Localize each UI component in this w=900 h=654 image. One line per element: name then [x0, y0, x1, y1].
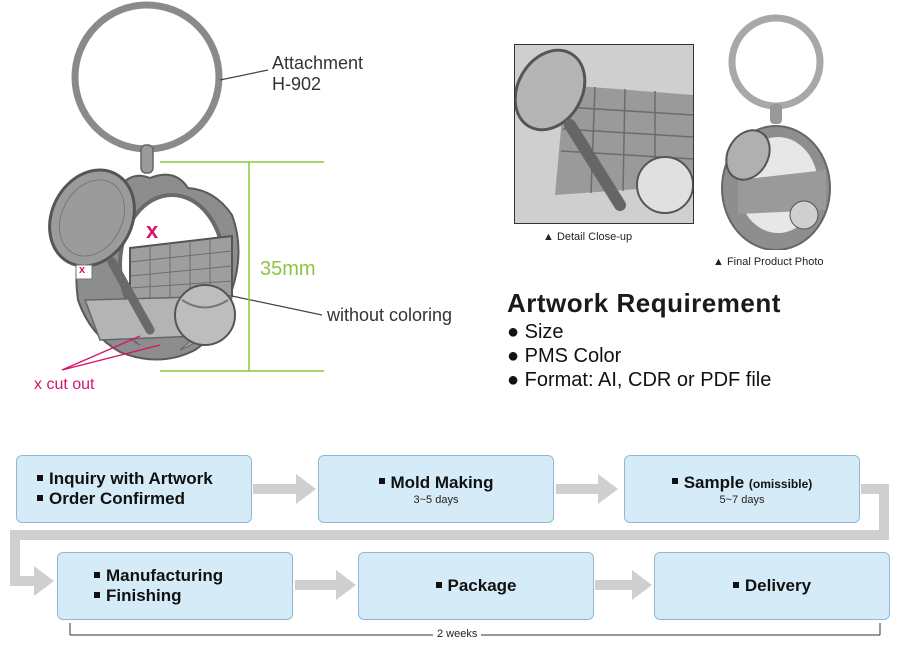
dimension-label: 35mm: [260, 258, 316, 280]
step-label: Manufacturing: [106, 566, 224, 585]
step-line: Package: [435, 576, 517, 596]
timeline-label: 2 weeks: [433, 628, 482, 640]
final-product-image: [721, 14, 831, 251]
bullet-icon: [732, 581, 739, 588]
step-line: Inquiry with Artwork: [37, 469, 213, 489]
requirements-list: ● Size ● PMS Color ● Format: AI, CDR or …: [507, 320, 771, 392]
requirement-item: ● Format: AI, CDR or PDF file: [507, 369, 772, 391]
step-label: Inquiry with Artwork: [49, 469, 213, 488]
bullet-icon: [671, 478, 678, 485]
detail-caption: ▲ Detail Close-up: [543, 231, 633, 243]
step-line: Manufacturing: [94, 566, 223, 586]
step-delivery: Delivery: [654, 552, 890, 620]
step-line: Mold Making: [378, 472, 494, 493]
bullet-icon: [435, 581, 442, 588]
step-inquiry: Inquiry with Artwork Order Confirmed: [16, 455, 252, 523]
step-note: (omissible): [748, 476, 813, 491]
bullet-icon: [378, 478, 385, 485]
x-mark-small: x: [79, 264, 86, 276]
step-sample: Sample (omissible) 5~7 days: [624, 455, 860, 523]
step-label: Finishing: [106, 586, 182, 605]
step-line: Finishing: [94, 586, 182, 606]
requirements-title: Artwork Requirement: [507, 288, 781, 318]
step-label: Delivery: [744, 576, 812, 595]
step-label: Sample: [683, 472, 745, 492]
step-mold-making: Mold Making 3~5 days: [318, 455, 554, 523]
tennis-medallion-illustration: [48, 168, 240, 361]
requirement-item: ● Size: [507, 321, 564, 343]
coloring-callout-line: [231, 295, 323, 316]
step-label: Package: [447, 576, 517, 595]
step-duration: 5~7 days: [719, 493, 765, 506]
bullet-icon: [37, 494, 43, 501]
attachment-code: H-902: [272, 74, 322, 94]
bullet-icon: [94, 571, 100, 578]
step-line: Order Confirmed: [37, 489, 185, 509]
dimension-lines: [160, 161, 324, 372]
x-mark-large: x: [146, 218, 159, 243]
cutout-label: x cut out: [34, 376, 95, 393]
detail-closeup-photo: [514, 44, 694, 224]
detail-closeup-image: [515, 45, 693, 223]
final-caption: ▲ Final Product Photo: [713, 256, 824, 268]
step-label: Order Confirmed: [49, 489, 186, 508]
step-line: Sample (omissible): [671, 472, 813, 493]
step-duration: 3~5 days: [413, 493, 459, 506]
requirement-item: ● PMS Color: [507, 345, 622, 367]
flow-arrows: [10, 474, 889, 600]
coloring-note: without coloring: [327, 305, 453, 325]
step-line: Delivery: [732, 576, 812, 596]
final-product-photo: [718, 10, 834, 251]
attachment-callout-line: [219, 69, 269, 81]
attachment-label: Attachment H-902: [272, 53, 363, 95]
attachment-title: Attachment: [272, 53, 364, 73]
key-ring-illustration: [71, 1, 223, 174]
cutout-pointer-lines: [61, 335, 161, 371]
step-package: Package: [358, 552, 594, 620]
step-label: Mold Making: [390, 472, 494, 492]
bullet-icon: [37, 474, 43, 481]
bullet-icon: [94, 591, 100, 598]
step-manufacturing: Manufacturing Finishing: [57, 552, 293, 620]
